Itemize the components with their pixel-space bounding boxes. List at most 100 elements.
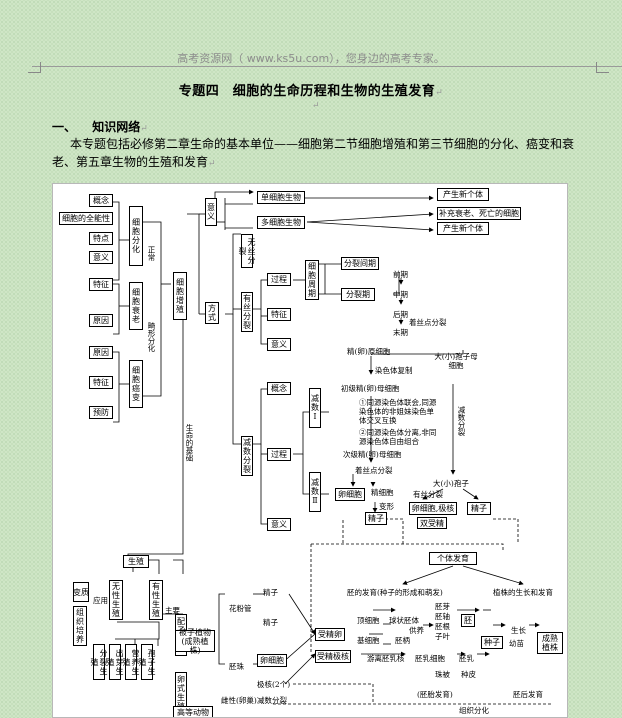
- label-tissue-diff: 组织分化: [459, 706, 489, 715]
- box-aging-feature: 特征: [89, 278, 113, 291]
- label-transform: 变形: [379, 502, 394, 511]
- label-female: 雌性(卵巢): [221, 696, 257, 705]
- box-cancer-cause: 原因: [89, 346, 113, 359]
- label-note-1: ①同源染色体联会,同源染色体的非姐妹染色单体交叉互换: [359, 398, 437, 425]
- box-embryo: 胚: [461, 614, 475, 627]
- box-fertilized-polar: 受精极核: [315, 650, 351, 663]
- box-meiosis-meaning: 意义: [267, 518, 291, 531]
- label-sperm-top: 精子: [263, 588, 278, 597]
- return-mark: ↵: [435, 88, 444, 98]
- box-budding: 出芽生殖: [106, 644, 124, 680]
- label-top-cell: 顶细胞: [357, 616, 380, 625]
- label-normal: 正常: [147, 246, 156, 261]
- label-meiosis-arrow: 减数分裂: [457, 406, 466, 436]
- label-cotyledon: 子叶: [435, 632, 450, 641]
- box-fertilized-egg: 受精卵: [315, 628, 345, 641]
- box-amitosis: 无丝分裂: [238, 234, 256, 268]
- box-variation: 变质: [73, 582, 89, 602]
- box-single-cell: 单细胞生物: [257, 191, 305, 204]
- label-sphere: 球状胚体: [389, 616, 419, 625]
- label-anaphase: 后期: [393, 310, 408, 319]
- return-mark-3: ↵: [208, 159, 216, 169]
- label-post-embryonic: 胚后发育: [513, 690, 543, 699]
- label-secondary-cell: 次级精(卵)母细胞: [343, 450, 402, 459]
- knowledge-network-diagram: 概念 细胞的全能性 特点 意义 细胞分化 正常 特征 原因 细胞衰老 畸形分化 …: [52, 183, 568, 718]
- box-replenish-cells: 补充衰老、死亡的细胞: [437, 207, 521, 220]
- box-mature-plant: 成熟植株: [537, 632, 563, 654]
- box-prevention: 预防: [89, 406, 113, 419]
- label-pollen-tube: 花粉管: [229, 604, 252, 613]
- label-primordial-cell: 精(卵)原细胞: [347, 347, 391, 356]
- label-spore-mother: 大(小)孢子母细胞: [434, 352, 478, 370]
- box-reproduction: 生殖: [123, 555, 149, 568]
- box-cell-cancer: 细胞癌变: [129, 360, 143, 408]
- box-mitosis-meaning: 意义: [267, 338, 291, 351]
- box-sperm-2: 精子: [467, 502, 491, 515]
- label-mitosis-arrow: 有丝分裂: [413, 490, 443, 499]
- box-egg-cell: 卵细胞: [335, 488, 365, 501]
- label-main: 主要: [165, 606, 180, 615]
- box-seed: 种子: [481, 636, 503, 649]
- title-text: 专题四 细胞的生命历程和生物的生殖发育: [178, 84, 436, 99]
- box-sexual: 有性生殖: [149, 580, 163, 620]
- label-suspensor: 胚柄: [395, 636, 410, 645]
- header-corner-right: [596, 62, 609, 73]
- label-endosperm: 胚乳: [459, 654, 474, 663]
- box-meiosis-process: 过程: [267, 448, 291, 461]
- section-label: 知识网络: [92, 120, 141, 134]
- label-dup: 染色体复制: [375, 366, 413, 375]
- page-title: 专题四 细胞的生命历程和生物的生殖发育↵: [0, 80, 622, 99]
- label-free-nuclei: 游离胚乳核: [367, 654, 405, 663]
- box-individual-dev: 个体发育: [429, 552, 477, 565]
- label-bud: 胚芽: [435, 602, 450, 611]
- box-aging-cause: 原因: [89, 314, 113, 327]
- label-sperm-mid: 精子: [263, 618, 278, 627]
- box-meiosis: 减数分裂: [241, 436, 253, 476]
- label-endosperm-cell: 胚乳细胞: [415, 654, 445, 663]
- box-tissue-culture: 组织培养: [73, 606, 87, 646]
- label-abnormal-diff: 畸形分化: [147, 322, 156, 352]
- diagram-connectors: [109, 189, 553, 705]
- label-seed-coat: 种皮: [461, 670, 476, 679]
- box-new-individual: 产生新个体: [437, 188, 489, 201]
- box-mitosis: 有丝分裂: [241, 292, 253, 332]
- label-embryo-dev: 胚的发育(种子的形成和萌发): [347, 588, 443, 597]
- box-egg-polar: 卵细胞,极核: [409, 502, 457, 515]
- box-double-fert: 双受精: [417, 517, 447, 529]
- return-mark-2: ↵: [140, 124, 148, 134]
- label-sperm-cell: 精细胞: [371, 488, 394, 497]
- page-header-source: 高考资源网（ www.ks5u.com），您身边的高考专家。: [177, 52, 445, 65]
- label-axis: 胚轴: [435, 612, 450, 621]
- box-multi-cell: 多细胞生物: [257, 216, 305, 229]
- label-life-basis: 生命的基础: [185, 424, 194, 462]
- box-mitosis-process: 过程: [267, 273, 291, 286]
- box-meiosis-1: 减数Ⅰ: [309, 388, 321, 428]
- box-meaning: 意义: [89, 251, 113, 264]
- box-angiosperm: 被子植物(成熟植株): [175, 628, 215, 655]
- label-spore: 大(小)孢子: [433, 479, 469, 488]
- label-growth: 生长: [511, 626, 526, 635]
- label-split: 着丝点分裂: [355, 466, 393, 475]
- box-mode: 方式: [205, 302, 219, 324]
- box-interphase: 分裂间期: [341, 257, 379, 270]
- label-prophase: 前期: [393, 270, 408, 279]
- box-cancer-feature: 特征: [89, 376, 113, 389]
- box-feature: 特点: [89, 232, 113, 245]
- box-asexual: 无性生殖: [109, 580, 123, 620]
- header-rule: [32, 66, 622, 67]
- section-heading: 一、 知识网络↵: [52, 118, 148, 135]
- section-number: 一、: [52, 120, 77, 134]
- box-spore-repro: 孢子生殖: [138, 644, 156, 680]
- box-higher-animal: 高等动物: [173, 706, 213, 717]
- box-mitosis-feature: 特征: [267, 308, 291, 321]
- label-embryo-development: (胚胎发育): [417, 690, 453, 699]
- label-seedling: 幼苗: [509, 639, 524, 648]
- box-prolif-meaning: 意义: [205, 198, 217, 226]
- label-integument: 珠被: [435, 670, 450, 679]
- label-polar-nuclei: 极核(2个): [257, 680, 291, 689]
- label-note-2: ②同源染色体分离,非同源染色体自由组合: [359, 428, 437, 446]
- box-cell-differentiation: 细胞分化: [129, 206, 143, 266]
- label-metaphase: 中期: [393, 290, 408, 299]
- intro-paragraph: 本专题包括必修第二章生命的基本单位——细胞第二节细胞增殖和第三节细胞的分化、癌变…: [52, 135, 592, 173]
- box-new-individual-2: 产生新个体: [437, 222, 489, 235]
